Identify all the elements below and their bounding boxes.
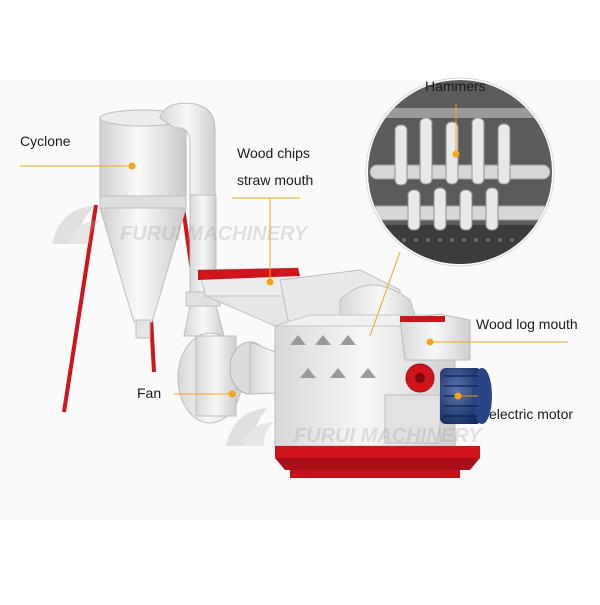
watermark-lower: FURUI MACHINERY [226,408,483,447]
wood-log-dot [426,338,434,346]
base-frame [275,446,480,478]
label-fan: Fan [137,385,162,401]
cyclone [99,102,216,339]
label-wood-log-mouth: Wood log mouth [476,316,578,332]
crusher-body [274,269,471,447]
hammers-pointer [369,251,401,337]
marker-dots [128,150,462,400]
hammers-detail [365,77,555,267]
fan-duct [183,194,225,337]
watermark-upper: FURUI MACHINERY [52,206,309,245]
watermark-text-upper: FURUI MACHINERY [120,223,309,245]
label-cyclone: Cyclone [20,133,71,149]
label-wood-chips-line1: Wood chips [237,145,310,161]
motor-dot [454,392,462,400]
hammers-dot [452,150,460,158]
fan-dot [228,390,236,398]
label-hammers: Hammers [425,78,486,94]
label-wood-chips-line2: straw mouth [237,172,314,188]
watermark-text-lower: FURUI MACHINERY [294,425,483,447]
wood-chips-dot [266,278,274,286]
label-electric-motor: electric motor [489,406,574,422]
cyclone-dot [128,162,136,170]
